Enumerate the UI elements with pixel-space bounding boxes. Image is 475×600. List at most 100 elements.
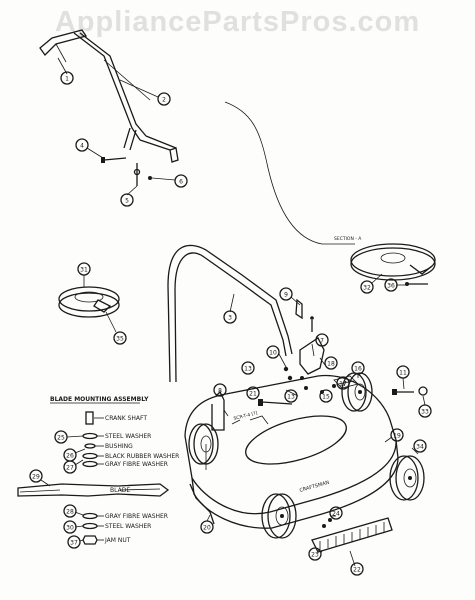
- upper-handle: [39, 29, 179, 163]
- callout-36: 36: [384, 278, 398, 292]
- svg-text:35: 35: [116, 336, 124, 343]
- svg-text:34: 34: [416, 444, 424, 451]
- section-a-lead: SECTION - A: [224, 101, 362, 245]
- callout-23: 23: [308, 547, 322, 561]
- svg-text:33: 33: [421, 409, 429, 416]
- callout-33: 33: [418, 404, 432, 418]
- label-bushing: BUSHING: [105, 443, 133, 450]
- rear-left-wheel: [261, 493, 297, 539]
- svg-text:30: 30: [66, 525, 74, 532]
- label-steel-washer-bottom: STEEL WASHER: [105, 523, 151, 530]
- callout-37: 37: [67, 535, 81, 549]
- svg-text:8: 8: [218, 388, 222, 395]
- svg-text:9: 9: [284, 292, 288, 299]
- right-wheel: [384, 436, 425, 501]
- callout-1: 1: [60, 71, 74, 85]
- clip-20: [189, 483, 215, 525]
- svg-text:11: 11: [399, 370, 407, 377]
- callout-22: 22: [350, 562, 364, 576]
- label-blade: BLADE: [110, 487, 130, 494]
- callouts: 1 2 4 5 6 31 35 3 32 36 9 10 7 18 13 21 …: [29, 71, 432, 576]
- callout-18: 18: [324, 356, 338, 370]
- svg-text:27: 27: [66, 465, 74, 472]
- svg-text:15: 15: [322, 394, 330, 401]
- callout-3: 3: [223, 310, 237, 324]
- svg-text:21: 21: [249, 391, 257, 398]
- callout-10: 10: [266, 345, 280, 359]
- callout-4: 4: [75, 138, 89, 152]
- rear-wheel-top: [341, 372, 428, 412]
- svg-text:19: 19: [393, 433, 401, 440]
- callout-21: 21: [246, 386, 260, 400]
- svg-text:32: 32: [363, 285, 371, 292]
- brand-label: CRAFTSMAN: [299, 480, 330, 494]
- label-jam-nut: JAM NUT: [104, 537, 131, 544]
- ring-assembly: [58, 275, 120, 333]
- svg-text:16: 16: [354, 366, 362, 373]
- callout-17: 17: [336, 376, 350, 390]
- label-black-rubber-washer: BLACK RUBBER WASHER: [105, 453, 179, 460]
- mid-hardware: [258, 296, 336, 406]
- svg-text:26: 26: [66, 453, 74, 460]
- svg-text:29: 29: [32, 474, 40, 481]
- svg-text:13: 13: [244, 366, 252, 373]
- svg-text:10: 10: [269, 350, 277, 357]
- svg-text:17: 17: [339, 381, 347, 388]
- svg-text:5: 5: [125, 198, 129, 205]
- callout-13b: 13: [284, 389, 298, 403]
- callout-8: 8: [213, 383, 227, 397]
- section-label: SECTION - A: [334, 236, 362, 242]
- svg-text:24: 24: [332, 511, 340, 518]
- callout-32: 32: [360, 280, 374, 294]
- svg-text:36: 36: [387, 283, 395, 290]
- svg-text:37: 37: [70, 540, 78, 547]
- callout-27: 27: [63, 460, 77, 474]
- callout-28: 28: [63, 504, 77, 518]
- label-steel-washer-top: STEEL WASHER: [105, 433, 151, 440]
- callout-2: 2: [157, 92, 171, 106]
- svg-text:2: 2: [162, 97, 166, 104]
- blade-mounting-assembly: BLADE MOUNTING ASSEMBLY CRANK SHAFT STEE…: [17, 396, 179, 545]
- front-left-wheel: [188, 423, 219, 465]
- deck-label: SCR-T-4 [?]: [233, 410, 258, 422]
- callout-9: 9: [279, 287, 293, 301]
- callout-15: 15: [319, 389, 333, 403]
- callout-24: 24: [329, 506, 343, 520]
- callout-20: 20: [200, 520, 214, 534]
- callout-5: 5: [120, 193, 134, 207]
- svg-text:7: 7: [320, 338, 324, 345]
- callout-16: 16: [351, 361, 365, 375]
- svg-text:6: 6: [179, 179, 183, 186]
- callout-25: 25: [54, 430, 68, 444]
- callout-7: 7: [315, 333, 329, 347]
- callout-34: 34: [413, 439, 427, 453]
- upper-leader-lines: [57, 57, 176, 196]
- callout-13a: 13: [241, 361, 255, 375]
- callout-31: 31: [77, 262, 91, 276]
- upper-hardware: [101, 157, 152, 186]
- lower-handle: [167, 244, 293, 383]
- callout-29: 29: [29, 469, 43, 483]
- svg-text:18: 18: [327, 361, 335, 368]
- blade-assembly-title: BLADE MOUNTING ASSEMBLY: [50, 396, 149, 403]
- callout-11: 11: [396, 365, 410, 379]
- callout-30: 30: [63, 520, 77, 534]
- svg-text:13: 13: [287, 394, 295, 401]
- callout-6: 6: [174, 174, 188, 188]
- callout-19: 19: [390, 428, 404, 442]
- svg-text:20: 20: [203, 525, 211, 532]
- svg-text:23: 23: [311, 552, 319, 559]
- label-gray-fibre-washer-bottom: GRAY FIBRE WASHER: [105, 513, 168, 520]
- svg-text:3: 3: [228, 315, 232, 322]
- svg-text:31: 31: [80, 267, 88, 274]
- callout-35: 35: [113, 331, 127, 345]
- svg-text:4: 4: [80, 143, 84, 150]
- watermark: AppliancePartsPros.com: [54, 6, 421, 38]
- svg-text:22: 22: [353, 567, 361, 574]
- svg-text:1: 1: [65, 76, 69, 83]
- callout-26: 26: [63, 448, 77, 462]
- label-gray-fibre-washer-top: GRAY FIBRE WASHER: [105, 461, 168, 468]
- svg-text:25: 25: [57, 435, 65, 442]
